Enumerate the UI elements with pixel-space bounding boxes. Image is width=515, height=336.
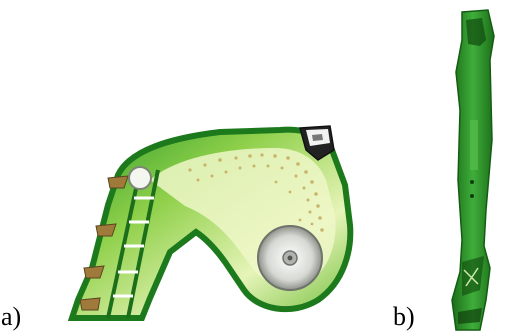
panel-b-illustration <box>452 10 494 330</box>
panel-a-label: a) <box>1 304 21 330</box>
panel-b-label: b) <box>393 304 415 330</box>
top-pulley <box>129 167 151 189</box>
drive-disc <box>258 226 322 290</box>
